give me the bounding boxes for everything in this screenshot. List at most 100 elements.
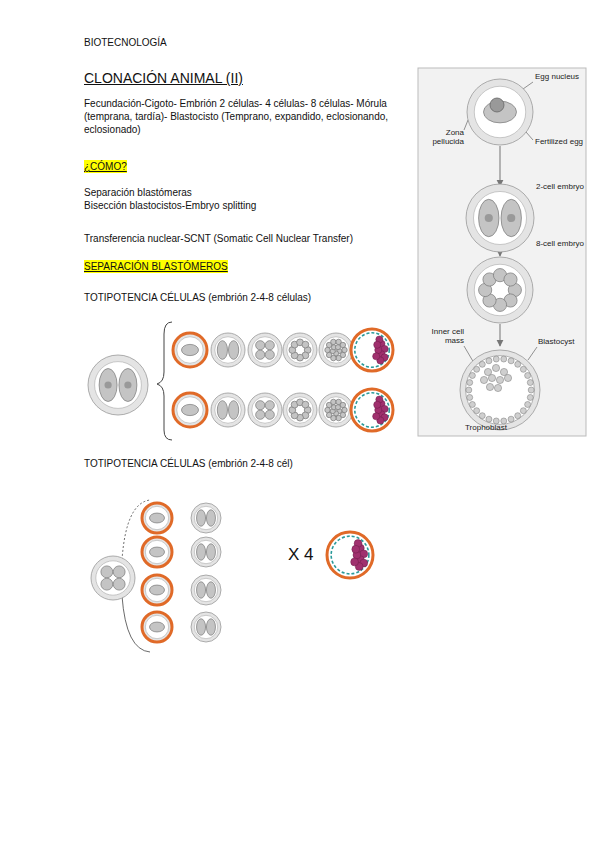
- cell-part: [197, 510, 206, 527]
- embryo-drawings: [88, 79, 540, 642]
- cell-part: [331, 536, 369, 574]
- cell-part: [142, 612, 172, 642]
- cell-part: [113, 566, 125, 578]
- cell-part: [91, 556, 135, 600]
- cell-part: [256, 341, 265, 350]
- cell-part: [325, 407, 330, 412]
- cell-part: [508, 358, 514, 364]
- embryo: [319, 393, 353, 427]
- cell-part: [142, 503, 172, 533]
- cell-part: [486, 416, 492, 422]
- cell-part: [508, 416, 514, 422]
- figure-label: Fertilized egg: [535, 137, 585, 146]
- cell-part: [211, 333, 245, 367]
- embryo: [88, 355, 148, 415]
- cell-part: [194, 506, 217, 529]
- cell-part: [211, 393, 245, 427]
- method: Bisección blastocistos-Embryo splitting: [84, 199, 384, 212]
- cell-part: [88, 355, 148, 415]
- cell-part: [215, 397, 242, 424]
- cell-part: [206, 544, 215, 561]
- cell-part: [217, 341, 227, 360]
- cell-part: [485, 214, 493, 222]
- cell-part: [351, 558, 359, 566]
- cell-part: [492, 364, 499, 371]
- cell-part: [507, 214, 515, 222]
- embryo: [466, 184, 534, 252]
- cell-part: [177, 337, 204, 364]
- embryo: [173, 333, 207, 367]
- cell-part: [373, 353, 380, 360]
- cell-part: [256, 401, 265, 410]
- figure-heading: TOTIPOTENCIA CÉLULAS (embrión 2-4-8 cél): [84, 457, 404, 470]
- cell-part: [173, 333, 207, 367]
- cell-part: [101, 578, 113, 590]
- stage-sequence: Fecundación-Cigoto- Embrión 2 células- 4…: [84, 97, 396, 136]
- figure-label: 8-cell embryo: [536, 239, 586, 248]
- cell-part: [467, 394, 473, 400]
- cell-part: [283, 393, 317, 427]
- cell-part: [493, 356, 499, 362]
- cell-part: [469, 373, 475, 379]
- cell-part: [525, 401, 531, 407]
- cell-part: [520, 408, 526, 414]
- cell-part: [194, 540, 217, 563]
- cell-part: [467, 257, 533, 323]
- cell-part: [150, 547, 165, 557]
- cell-part: [486, 358, 492, 364]
- cell-part: [351, 389, 393, 431]
- figure-label: Egg nucleus: [535, 72, 585, 81]
- cell-part: [217, 401, 227, 420]
- cell-part: [302, 341, 309, 348]
- cell-part: [525, 373, 531, 379]
- cell-part: [283, 333, 317, 367]
- cell-part: [182, 344, 199, 355]
- cell-part: [355, 393, 389, 427]
- cell-part: [335, 405, 340, 410]
- embryo: [142, 537, 172, 567]
- cell-part: [173, 393, 207, 427]
- embryo: [248, 393, 282, 427]
- page-header: BIOTECNOLOGÍA: [84, 36, 284, 49]
- cell-part: [215, 337, 242, 364]
- cell-part: [490, 98, 504, 112]
- embryo: [283, 393, 317, 427]
- cell-part: [150, 622, 165, 632]
- embryo: [327, 532, 373, 578]
- cell-part: [331, 339, 336, 344]
- cell-part: [460, 350, 540, 430]
- cell-part: [287, 337, 314, 364]
- figure-label: Zona pellucida: [420, 128, 464, 146]
- cell-part: [194, 615, 217, 638]
- cell-part: [124, 381, 131, 388]
- embryo: [191, 575, 221, 605]
- cell-part: [340, 402, 345, 407]
- cell-part: [340, 342, 345, 347]
- cell-part: [182, 404, 199, 415]
- cell-part: [145, 615, 168, 638]
- figure-label: Inner cell mass: [420, 327, 464, 345]
- cell-part: [466, 356, 535, 425]
- figure-heading: TOTIPOTENCIA CÉLULAS (embrión 2-4-8 célu…: [84, 291, 404, 304]
- bracket: [157, 322, 172, 440]
- cell-part: [342, 407, 347, 412]
- cell-part: [474, 366, 480, 372]
- cell-part: [265, 341, 274, 350]
- embryo: [467, 257, 533, 323]
- cell-part: [252, 397, 279, 424]
- cell-part: [287, 397, 314, 424]
- cell-part: [142, 575, 172, 605]
- method: Separación blastómeras: [84, 186, 384, 199]
- cell-part: [479, 361, 485, 367]
- cell-part: [229, 341, 239, 360]
- embryo: [211, 393, 245, 427]
- embryo: [351, 329, 393, 371]
- cell-part: [142, 612, 172, 642]
- cell-part: [527, 380, 533, 386]
- cell-part: [113, 578, 125, 590]
- cell-part: [95, 362, 142, 409]
- cell-part: [191, 575, 221, 605]
- cell-part: [527, 394, 533, 400]
- embryo: [191, 612, 221, 642]
- cell-part: [229, 401, 239, 420]
